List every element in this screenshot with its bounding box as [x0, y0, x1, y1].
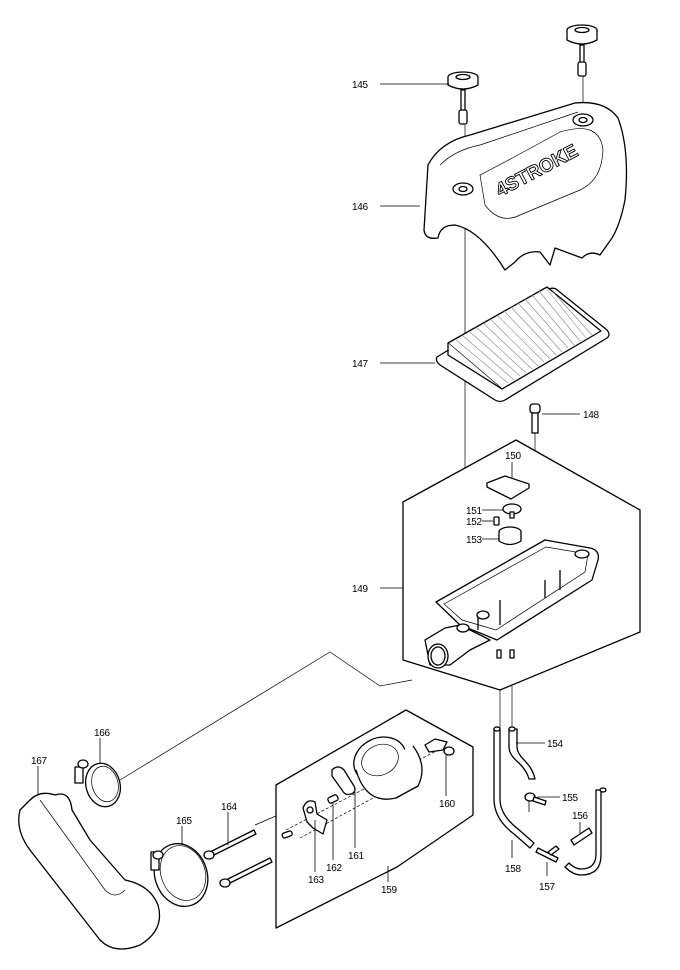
- part-145-knob-screw-right[interactable]: [566, 24, 598, 77]
- label-158: 158: [505, 864, 522, 875]
- part-162-plate-screw[interactable]: [327, 794, 339, 804]
- label-147: 147: [352, 359, 369, 370]
- part-148-screw[interactable]: [529, 403, 541, 434]
- part-163-lever-bracket[interactable]: [302, 800, 328, 835]
- label-159: 159: [381, 885, 398, 896]
- label-152: 152: [466, 517, 483, 528]
- label-161: 161: [348, 851, 365, 862]
- part-small-screw[interactable]: [281, 830, 293, 839]
- filter-pleats: [454, 287, 593, 384]
- part-145-knob-screw[interactable]: [447, 71, 479, 125]
- part-160-choke-lever[interactable]: [424, 738, 455, 756]
- part-161-choke-plate[interactable]: [331, 766, 356, 796]
- label-167: 167: [31, 756, 48, 767]
- part-157-t-joint[interactable]: [535, 845, 560, 863]
- label-149: 149: [352, 584, 369, 595]
- label-156: 156: [572, 811, 589, 822]
- part-146-air-cleaner-cover[interactable]: 4STROKE: [423, 101, 628, 271]
- label-164: 164: [221, 802, 238, 813]
- part-153-ring-holder[interactable]: [498, 526, 522, 546]
- label-155: 155: [562, 793, 579, 804]
- part-154-tube[interactable]: [508, 726, 536, 780]
- label-145: 145: [352, 80, 369, 91]
- part-150-sponge-pad[interactable]: [486, 475, 530, 500]
- label-154: 154: [547, 739, 564, 750]
- part-156-short-tube[interactable]: [570, 827, 593, 846]
- part-152-small-screw[interactable]: [493, 516, 500, 526]
- label-146: 146: [352, 202, 369, 213]
- part-167-intake-elbow[interactable]: [18, 792, 161, 950]
- label-160: 160: [439, 799, 456, 810]
- part-158-long-tube[interactable]: [493, 726, 535, 849]
- part-147-air-filter[interactable]: [435, 286, 610, 403]
- part-164-long-bolt[interactable]: [203, 829, 273, 888]
- part-choke-drum[interactable]: [346, 729, 423, 800]
- label-150: 150: [505, 451, 522, 462]
- label-153: 153: [466, 535, 483, 546]
- part-165-hose-clamp-large[interactable]: [146, 836, 217, 914]
- label-162: 162: [326, 863, 343, 874]
- label-166: 166: [94, 728, 111, 739]
- part-149-air-cleaner-case[interactable]: [424, 539, 599, 669]
- label-165: 165: [176, 816, 193, 827]
- part-long-j-tube[interactable]: [564, 787, 607, 876]
- part-166-hose-clamp-small[interactable]: [74, 759, 125, 810]
- callout-leaders: [37, 83, 581, 882]
- part-155-tube-clip[interactable]: [524, 792, 547, 812]
- label-151: 151: [466, 506, 483, 517]
- label-148: 148: [583, 410, 600, 421]
- label-163: 163: [308, 875, 325, 886]
- part-151-valve-cap[interactable]: [502, 503, 522, 519]
- label-157: 157: [539, 882, 556, 893]
- callout-labels: 145 146 147 148 149 150 151 152 153 154 …: [31, 80, 600, 896]
